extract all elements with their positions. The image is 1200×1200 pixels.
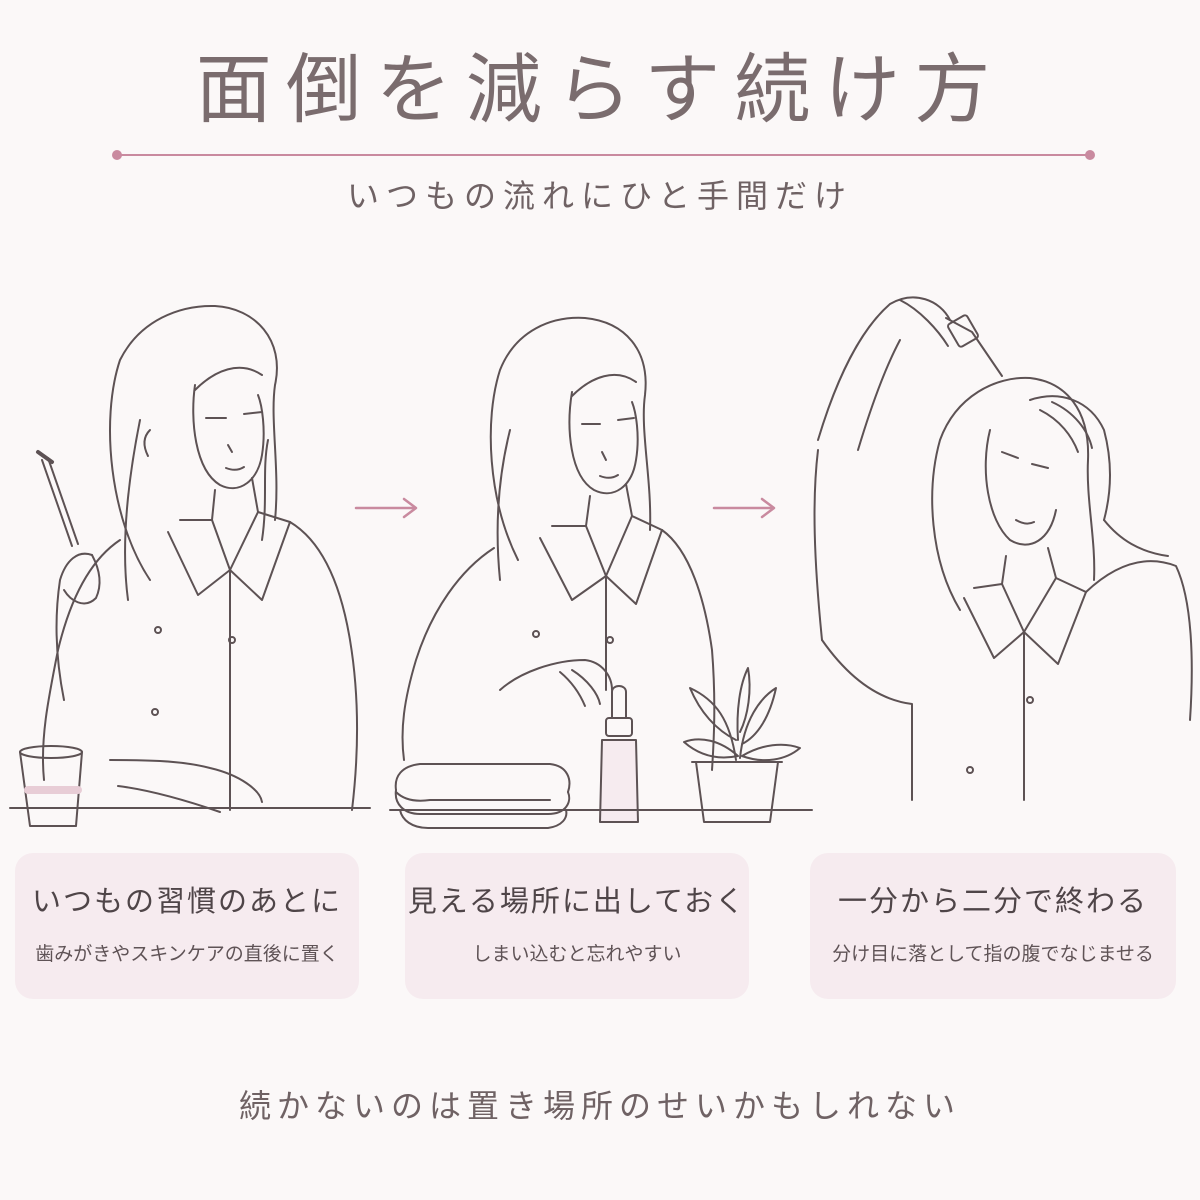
step-description: 分け目に落として指の腹でなじませる	[832, 943, 1154, 965]
title-divider	[116, 154, 1090, 156]
step-card-3: 一分から二分で終わる 分け目に落として指の腹でなじませる	[810, 853, 1176, 999]
woman-with-products-illustration	[389, 316, 813, 829]
woman-with-toothbrush-illustration	[9, 304, 371, 827]
page-subtitle: いつもの流れにひと手間だけ	[346, 177, 854, 215]
step-title: 一分から二分で終わる	[837, 884, 1148, 918]
step-title: 見える場所に出しておく	[407, 884, 747, 918]
step-card-2: 見える場所に出しておく しまい込むと忘れやすい	[405, 853, 749, 999]
step-card-1: いつもの習慣のあとに 歯みがきやスキンケアの直後に置く	[15, 853, 359, 999]
footer-caption: 続かないのは置き場所のせいかもしれない	[238, 1087, 961, 1125]
step-title: いつもの習慣のあとに	[31, 884, 342, 918]
page-title: 面倒を減らす続け方	[195, 45, 1005, 134]
arrow-icon-2	[712, 497, 776, 519]
arrow-icon-1	[354, 497, 418, 519]
divider-dot-left	[112, 150, 122, 160]
step-description: 歯みがきやスキンケアの直後に置く	[35, 943, 339, 965]
divider-dot-right	[1085, 150, 1095, 160]
step-description: しまい込むと忘れやすい	[472, 943, 682, 965]
woman-applying-serum-illustration	[813, 296, 1193, 801]
steps-illustration	[9, 296, 1193, 829]
